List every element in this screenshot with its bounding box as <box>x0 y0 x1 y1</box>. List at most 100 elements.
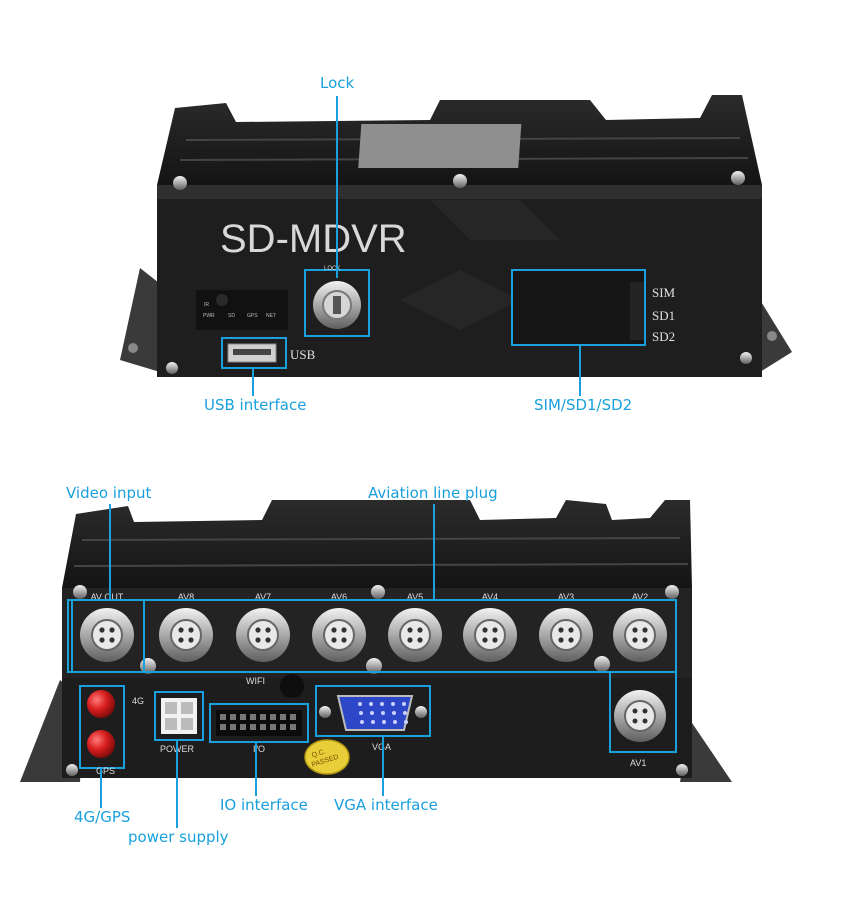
led-label: IR <box>204 302 209 308</box>
vga-pin <box>403 711 407 715</box>
screw <box>453 174 467 188</box>
io-pin <box>270 714 276 720</box>
av-connector: AV3 <box>539 592 593 662</box>
av-connector: AV2 <box>613 592 667 662</box>
vga-pin <box>370 711 374 715</box>
model-text: SD-MDVR <box>220 217 407 261</box>
usb-interface-callout: USB interface <box>204 396 307 414</box>
vga-pin <box>392 711 396 715</box>
chassis-top <box>62 500 692 588</box>
lock-callout: Lock <box>320 74 355 92</box>
vga-pin <box>402 702 406 706</box>
av-connector-label: AV7 <box>255 592 271 602</box>
led-panel <box>196 290 288 330</box>
io-pin <box>260 724 266 730</box>
io-pin <box>290 714 296 720</box>
av-connector-label: AV8 <box>178 592 194 602</box>
vga-port <box>336 695 414 731</box>
slot-label-sd2: SD2 <box>652 329 675 344</box>
led-label: SD <box>228 313 235 319</box>
power-highlight-box <box>154 691 204 741</box>
io-pin <box>280 714 286 720</box>
vga-label: VGA <box>372 742 391 752</box>
io-pin <box>240 714 246 720</box>
av-connector: AV OUT <box>80 592 134 662</box>
front-device: SD-MDVR IR PWR SD GPS NET LOCK USB SIM S… <box>120 95 792 377</box>
av-connector-label: AV4 <box>482 592 498 602</box>
io-pin <box>280 724 286 730</box>
io-highlight-box <box>209 703 309 743</box>
vga-pin <box>381 711 385 715</box>
av-connector-label: AV OUT <box>91 592 124 602</box>
screw <box>731 171 745 185</box>
av-connector-row: AV OUT AV8 AV7 AV6 AV5 AV4 AV3 AV2 <box>80 592 667 662</box>
av-connector-label: AV5 <box>407 592 423 602</box>
io-interface-callout: IO interface <box>220 796 308 814</box>
4g-antenna-connector <box>87 690 115 718</box>
io-pin <box>250 724 256 730</box>
io-pin <box>240 724 246 730</box>
vga-interface-callout: VGA interface <box>334 796 438 814</box>
screw <box>173 176 187 190</box>
qc-text: Q.C. <box>311 748 327 759</box>
vga-pin <box>358 702 362 706</box>
screw <box>166 362 178 374</box>
vga-pin <box>369 702 373 706</box>
av-connector: AV5 <box>388 592 442 662</box>
vga-pin <box>393 720 397 724</box>
slot-label-sim: SIM <box>652 285 676 300</box>
av-connector-label: AV2 <box>632 592 648 602</box>
vga-pin <box>391 702 395 706</box>
io-connector <box>216 710 302 736</box>
av-connector-label: AV6 <box>331 592 347 602</box>
ir-sensor <box>216 294 228 306</box>
vga-highlight-box <box>315 685 431 737</box>
av-connector-label: AV3 <box>558 592 574 602</box>
io-pin <box>260 714 266 720</box>
led-label: GPS <box>247 313 258 319</box>
video-input-highlight-box <box>71 599 145 673</box>
io-pin <box>230 714 236 720</box>
av-connector: AV8 <box>159 592 213 662</box>
screw <box>740 352 752 364</box>
io-pin <box>230 724 236 730</box>
led-label: PWR <box>203 313 215 319</box>
lock-label: LOCK <box>324 266 340 272</box>
4g-gps-callout: 4G/GPS <box>74 808 131 826</box>
wifi-label: WIFI <box>246 676 265 686</box>
video-input-callout: Video input <box>66 484 152 502</box>
right-mounting-ear <box>680 720 732 782</box>
vga-pin <box>371 720 375 724</box>
qc-passed-sticker: Q.C. PASSED <box>304 739 350 775</box>
led-label: NET <box>266 313 276 319</box>
av-connector: AV7 <box>236 592 290 662</box>
slot-label-sd1: SD1 <box>652 308 675 323</box>
sim-sd-callout: SIM/SD1/SD2 <box>534 396 633 414</box>
vga-pin <box>359 711 363 715</box>
sim-sd-highlight-box <box>511 269 646 346</box>
aviation-line-plug-callout: Aviation line plug <box>368 484 498 502</box>
io-pin <box>220 724 226 730</box>
power-supply-callout: power supply <box>128 828 229 846</box>
io-pin <box>290 724 296 730</box>
av-connector: AV6 <box>312 592 366 662</box>
io-pin <box>220 714 226 720</box>
usb-label: USB <box>290 347 316 362</box>
4g-label: 4G <box>132 696 144 706</box>
gps-label: GPS <box>96 766 115 776</box>
vga-pin <box>360 720 364 724</box>
io-pin <box>270 724 276 730</box>
vga-pin <box>404 720 408 724</box>
av-connector: AV4 <box>463 592 517 662</box>
vga-pin <box>380 702 384 706</box>
io-pin <box>250 714 256 720</box>
aviation-plug-highlight-box <box>67 599 677 673</box>
gps-antenna-connector <box>87 730 115 758</box>
vga-pin <box>382 720 386 724</box>
wifi-antenna-hole <box>280 674 304 698</box>
io-label: I/O <box>253 744 265 754</box>
av1-label: AV1 <box>630 758 646 768</box>
